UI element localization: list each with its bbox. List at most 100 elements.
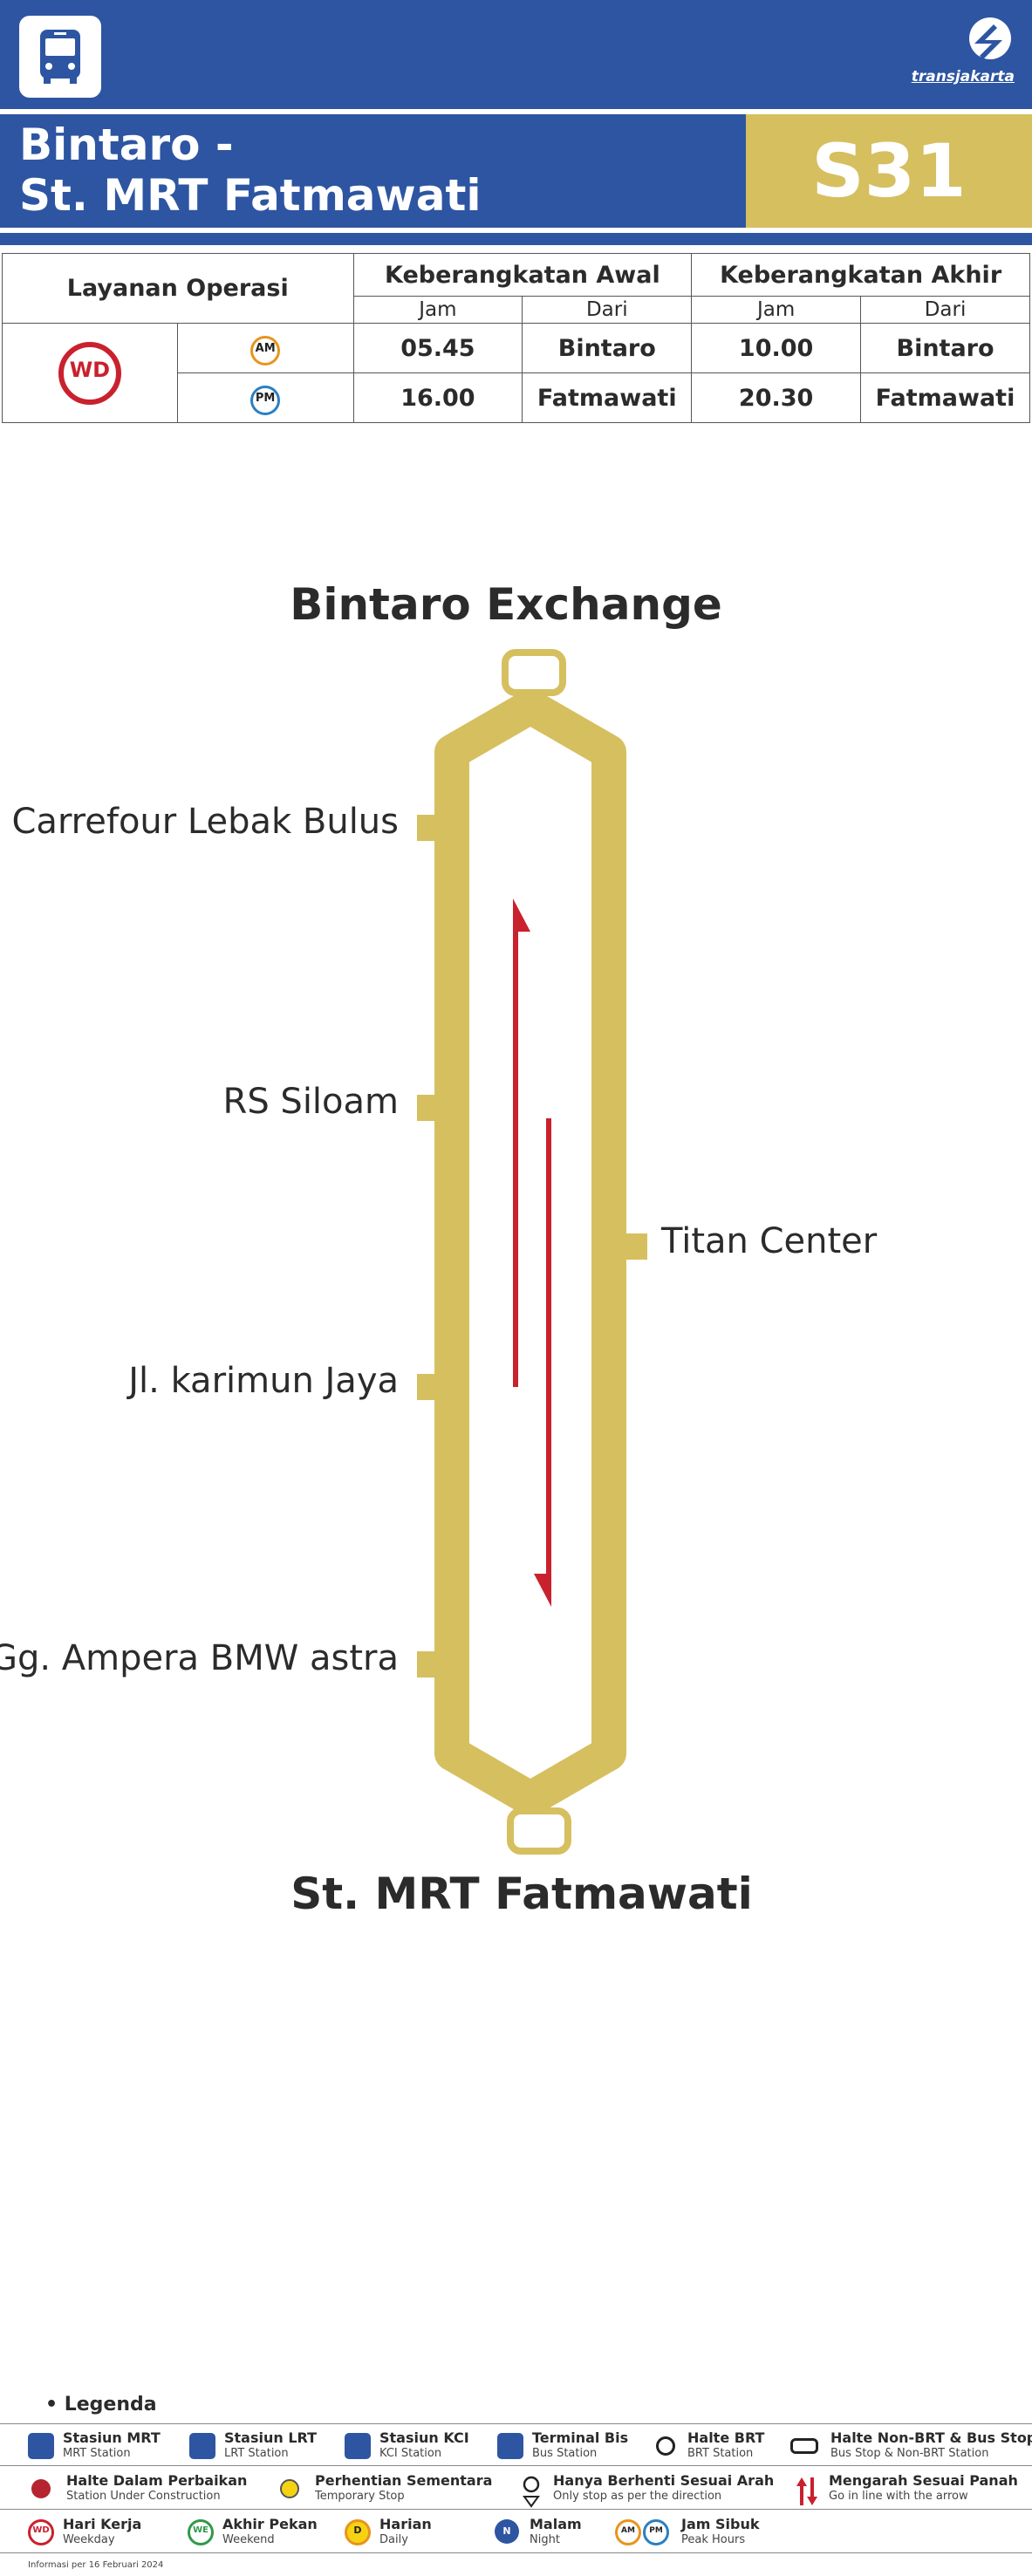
directional-stop-icon	[518, 2476, 544, 2508]
legend-main: Halte Non-BRT & Bus Stop	[830, 2429, 1032, 2446]
legend-title: • Legenda	[45, 2394, 157, 2415]
am-badge-icon: AM	[615, 2519, 641, 2545]
legend-main: Malam	[530, 2516, 582, 2532]
bottom-terminal-marker	[507, 1807, 571, 1855]
legend-sub: BRT Station	[687, 2447, 754, 2460]
last-from: Bintaro	[860, 323, 1030, 373]
stop-label: Carrefour Lebak Bulus	[11, 802, 400, 842]
legend-main: Halte Dalam Perbaikan	[66, 2472, 248, 2489]
legend-sub: Temporary Stop	[315, 2490, 405, 2503]
weekend-badge-icon: WE	[188, 2519, 214, 2545]
weekday-badge-icon: WD	[28, 2519, 54, 2545]
stop-label: Gg. Ampera BMW astra	[0, 1638, 399, 1678]
first-time: 16.00	[352, 372, 523, 423]
first-from: Fatmawati	[522, 372, 693, 423]
legend-main: Stasiun LRT	[224, 2429, 318, 2446]
top-terminal-marker	[502, 649, 566, 696]
legend-sub: Only stop as per the direction	[553, 2490, 722, 2503]
brt-stop-icon	[656, 2436, 675, 2456]
legend-sub: LRT Station	[224, 2447, 289, 2460]
service-badge-cell: WD	[2, 323, 178, 423]
legend-title-text: Legenda	[64, 2394, 157, 2415]
bus-icon	[19, 16, 101, 98]
direction-arrow-icon	[794, 2476, 820, 2505]
weekday-badge-icon: WD	[58, 341, 121, 405]
stop-tick	[417, 815, 440, 841]
legend-divider	[0, 2509, 1032, 2510]
night-badge-icon: N	[495, 2519, 519, 2544]
stop-tick	[621, 1233, 647, 1260]
route-loop	[434, 689, 626, 1816]
legend-sub: Station Under Construction	[66, 2490, 221, 2503]
non-brt-stop-icon	[790, 2438, 818, 2454]
last-from: Fatmawati	[860, 372, 1030, 423]
last-from-subheader: Dari	[860, 296, 1030, 324]
temporary-stop-icon	[280, 2479, 299, 2498]
stop-tick	[417, 1651, 440, 1677]
service-header: Layanan Operasi	[2, 253, 354, 324]
legend-sub: Night	[530, 2533, 560, 2546]
stop-label: Titan Center	[661, 1221, 878, 1261]
legend-main: Hari Kerja	[63, 2516, 142, 2532]
legend-sub: Bus Stop & Non-BRT Station	[830, 2447, 989, 2460]
legend-main: Akhir Pekan	[222, 2516, 318, 2532]
period-cell: AM	[176, 323, 354, 373]
transjakarta-logo-icon	[910, 14, 1015, 92]
pm-badge-icon: PM	[643, 2519, 669, 2545]
brand-name: transjakarta	[911, 68, 1015, 85]
last-time-subheader: Jam	[691, 296, 862, 324]
period-cell: PM	[176, 372, 354, 423]
under-construction-icon	[31, 2479, 51, 2498]
header-strip	[0, 233, 1032, 245]
legend-divider	[0, 2465, 1032, 2466]
first-from: Bintaro	[522, 323, 693, 373]
info-date: Informasi per 16 Februari 2024	[28, 2560, 164, 2570]
kci-station-icon	[345, 2433, 371, 2459]
pm-badge-icon: PM	[250, 386, 281, 415]
lrt-station-icon	[189, 2433, 215, 2459]
route-title-line2: St. MRT Fatmawati	[19, 170, 482, 221]
first-departure-header: Keberangkatan Awal	[352, 253, 693, 297]
legend-main: Stasiun MRT	[63, 2429, 161, 2446]
route-title-line1: Bintaro -	[19, 120, 234, 170]
legend-divider	[0, 2552, 1032, 2553]
legend-sub: KCI Station	[379, 2447, 442, 2460]
direction-arrow-down-head	[534, 1574, 551, 1607]
legend-main: Perhentian Sementara	[315, 2472, 493, 2489]
bottom-terminal-label: St. MRT Fatmawati	[290, 1869, 753, 1919]
last-time: 10.00	[691, 323, 862, 373]
am-badge-icon: AM	[250, 336, 281, 366]
top-terminal-label: Bintaro Exchange	[290, 579, 722, 630]
legend-divider	[0, 2423, 1032, 2424]
table-row: WD AM 05.45 Bintaro 10.00 Bintaro	[2, 323, 1030, 423]
title-band: Bintaro - St. MRT Fatmawati	[0, 114, 746, 228]
legend-sub: Daily	[379, 2533, 408, 2546]
stop-label: RS Siloam	[222, 1082, 399, 1122]
legend-main: Hanya Berhenti Sesuai Arah	[553, 2472, 775, 2489]
first-time-subheader: Jam	[352, 296, 523, 324]
legend-main: Mengarah Sesuai Panah	[829, 2472, 1018, 2489]
direction-arrow-up-head	[513, 899, 530, 932]
legend-sub: Weekday	[63, 2533, 115, 2546]
legend-main: Terminal Bis	[532, 2429, 629, 2446]
legend-sub: Peak Hours	[681, 2533, 746, 2546]
schedule-table: Layanan Operasi Keberangkatan Awal Keber…	[2, 253, 1030, 423]
last-time: 20.30	[691, 372, 862, 423]
legend-main: Halte BRT	[687, 2429, 765, 2446]
header-band	[0, 0, 1032, 109]
stop-label: Jl. karimun Jaya	[128, 1361, 399, 1401]
legend-main: Stasiun KCI	[379, 2429, 469, 2446]
bus-terminal-icon	[497, 2433, 523, 2459]
table-row: PM 16.00 Fatmawati 20.30 Fatmawati	[3, 372, 1030, 423]
stop-tick	[417, 1095, 440, 1121]
route-code-box: S31	[746, 114, 1032, 228]
legend-sub: MRT Station	[63, 2447, 131, 2460]
stop-tick	[417, 1374, 440, 1400]
legend-main: Harian	[379, 2516, 432, 2532]
legend-main: Jam Sibuk	[681, 2516, 760, 2532]
legend-sub: Weekend	[222, 2533, 275, 2546]
daily-badge-icon: D	[345, 2519, 371, 2545]
legend-sub: Go in line with the arrow	[829, 2490, 968, 2503]
route-code: S31	[811, 128, 967, 214]
